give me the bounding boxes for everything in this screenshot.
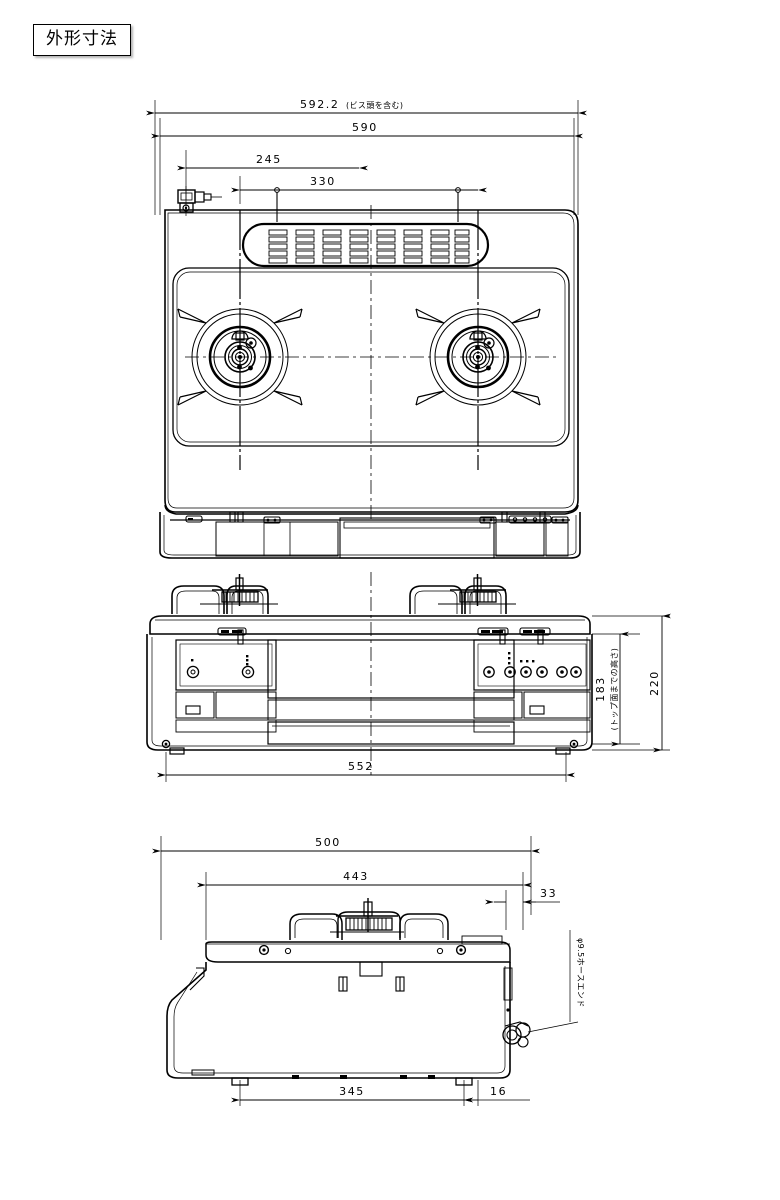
dimension-overall-width: 590 (151, 118, 583, 215)
grill-door[interactable] (267, 639, 515, 699)
leveling-feet-front (161, 739, 579, 755)
hose-end-callout-label: φ9.5ホースエンド (576, 938, 585, 1008)
cooktop-body-inner-outline (167, 212, 575, 509)
grill-hinge-pins (274, 187, 461, 222)
dim-label-16: 16 (490, 1085, 507, 1098)
right-burner-trivet-front (409, 574, 516, 614)
left-burner (177, 210, 303, 470)
front-body-shell (146, 615, 608, 755)
left-burner-trivet-front (171, 574, 278, 614)
dim-label-500: 500 (315, 836, 341, 849)
dim-label-183: 183 (594, 676, 607, 702)
dim-label-592: 592.2 (300, 98, 340, 111)
dim-label-330: 330 (310, 175, 336, 188)
dim-label-345: 345 (339, 1085, 365, 1098)
dim-label-220: 220 (648, 670, 661, 696)
gas-inlet-connector (177, 186, 222, 216)
dimension-body-width: 552 (157, 752, 575, 782)
dim-label-590: 590 (352, 121, 378, 134)
page-title: 外形寸法 (33, 24, 131, 56)
dimension-height-to-top-plate: 183 (トップ面までの高さ) (592, 631, 640, 747)
front-elevation-view: 220 183 (トップ面までの高さ) 552 (146, 572, 671, 782)
front-control-panel (159, 504, 581, 559)
dimension-overall-width-with-screw-head: 592.2 (ビス頭を含む) (146, 98, 587, 215)
dim-label-552: 552 (348, 760, 374, 773)
hose-end-fitting (502, 1021, 579, 1048)
grill-vent-louver (241, 222, 490, 268)
top-view: 592.2 (ビス頭を含む) 590 245 330 (146, 98, 587, 559)
side-body-shell (166, 935, 579, 1086)
right-burner (415, 210, 541, 470)
dimension-overall-height: 220 (592, 613, 671, 753)
dim-label-443: 443 (343, 870, 369, 883)
dim-label-245: 245 (256, 153, 282, 166)
dimension-left-edge-to-burner: 245 (177, 150, 368, 200)
burner-trivet-side (289, 898, 449, 940)
dimension-rear-foot-offset: 16 (464, 1080, 530, 1106)
dim-label-33: 33 (540, 887, 557, 900)
dimension-foot-span-depth: 345 (231, 1080, 473, 1106)
dimension-rear-offset: 33 (485, 887, 560, 930)
dimension-overall-depth: 500 (152, 836, 540, 940)
right-control-panel[interactable] (473, 627, 608, 733)
cooktop-body-outline (164, 209, 579, 513)
left-control-panel[interactable] (175, 627, 277, 733)
dim-note-top-surface-height: (トップ面までの高さ) (609, 648, 619, 731)
dim-note-screw-head: (ビス頭を含む) (346, 100, 403, 110)
side-elevation-view: 500 443 33 (152, 836, 585, 1106)
dimension-burner-spacing: 330 (231, 175, 487, 204)
